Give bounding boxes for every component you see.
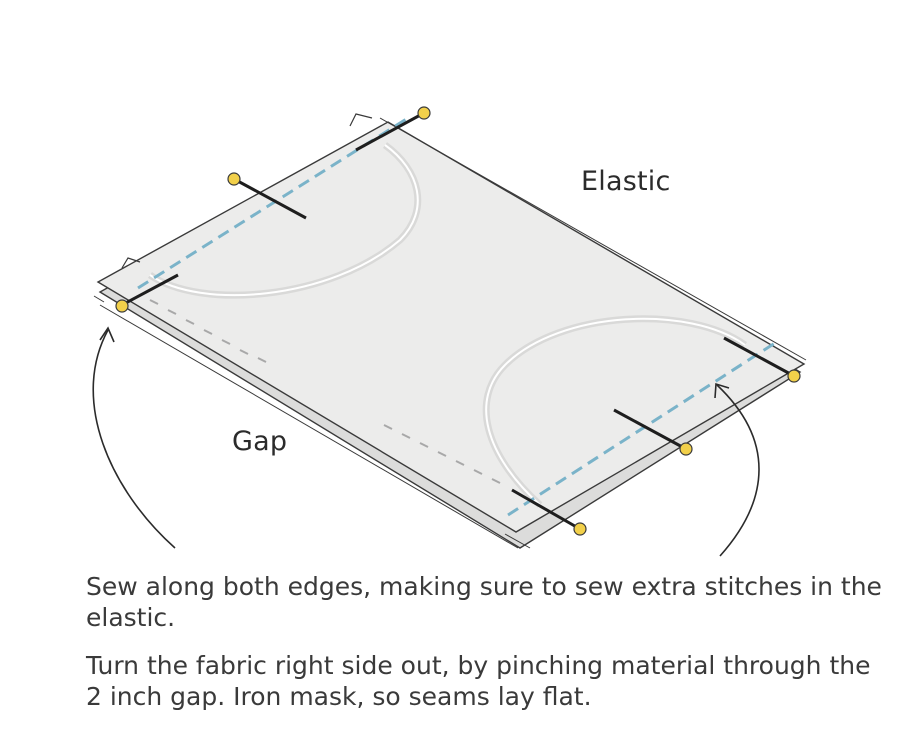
pin <box>613 408 693 456</box>
elastic-loop-top-line <box>149 144 419 297</box>
gap-label: Gap <box>232 426 288 457</box>
fabric-corner-tab <box>121 113 373 269</box>
arrow-right <box>716 384 760 557</box>
arrowhead-left <box>99 326 115 343</box>
elastic-loop-bottom-line <box>485 317 746 506</box>
instruction-step-1: Sew along both edges, making sure to sew… <box>86 572 882 632</box>
gap-stitch-right <box>383 424 501 484</box>
pin <box>355 106 431 152</box>
pin <box>511 488 587 536</box>
pin <box>723 336 801 383</box>
instruction-step-2: Turn the fabric right side out, by pinch… <box>86 651 871 711</box>
arrowhead-right <box>714 382 730 399</box>
pin <box>115 273 179 313</box>
arrow-left <box>92 329 176 549</box>
stitch-line-top <box>137 116 409 290</box>
fabric-sketch-edge <box>93 117 807 549</box>
stitch-line-bottom <box>507 341 776 517</box>
pin <box>227 172 307 220</box>
elastic-label: Elastic <box>581 166 671 197</box>
fabric-top-layer <box>96 121 806 533</box>
gap-stitch-left <box>149 299 267 363</box>
